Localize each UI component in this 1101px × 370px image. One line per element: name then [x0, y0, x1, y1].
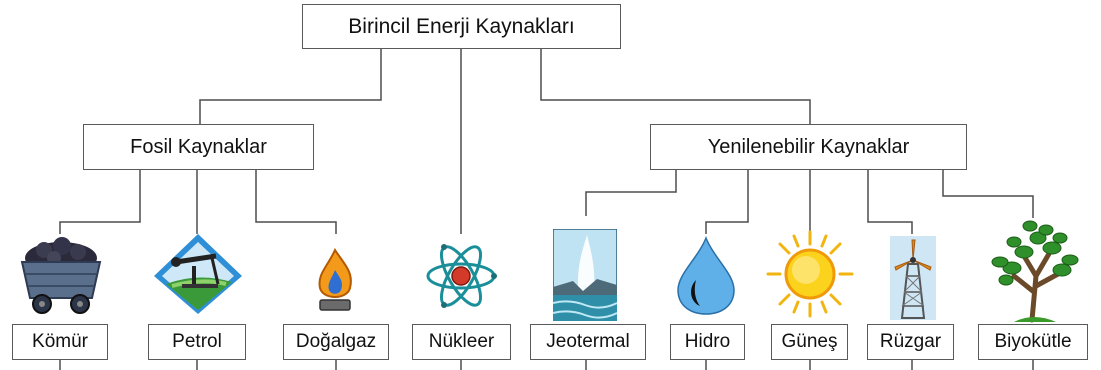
oil-pump-icon [154, 234, 242, 314]
leaf-label: Hidro [684, 331, 731, 352]
geyser-icon [553, 229, 617, 321]
leaf-label: Doğalgaz [295, 331, 377, 352]
leaf-label: Nükleer [428, 331, 495, 352]
fossil-label: Fosil Kaynaklar [130, 135, 267, 158]
renewable-label: Yenilenebilir Kaynaklar [707, 135, 910, 158]
leaf-hidro: Hidro [670, 324, 745, 360]
leaf-label: Petrol [172, 331, 222, 352]
gas-flame-icon [318, 248, 352, 311]
leaf-label: Kömür [32, 331, 88, 352]
leaf-gunes: Güneş [771, 324, 848, 360]
leaf-ruzgar: Rüzgar [867, 324, 954, 360]
coal-cart-icon [20, 237, 102, 314]
fossil-box: Fosil Kaynaklar [83, 124, 314, 170]
leaf-label: Rüzgar [879, 331, 942, 352]
leaf-dogalgaz: Doğalgaz [283, 324, 389, 360]
leaf-label: Biyokütle [994, 331, 1072, 352]
renewable-box: Yenilenebilir Kaynaklar [650, 124, 967, 170]
root-label: Birincil Enerji Kaynakları [348, 14, 575, 38]
leaf-biyokutle: Biyokütle [978, 324, 1088, 360]
root-box: Birincil Enerji Kaynakları [302, 4, 621, 49]
tree-icon [991, 220, 1079, 323]
leaf-label: Güneş [781, 331, 838, 352]
leaf-jeotermal: Jeotermal [530, 324, 646, 360]
sun-icon [766, 230, 854, 318]
atom-icon [426, 244, 497, 308]
leaf-label: Jeotermal [546, 331, 630, 352]
water-drop-icon [677, 236, 735, 315]
leaf-komur: Kömür [12, 324, 108, 360]
leaf-nukleer: Nükleer [412, 324, 511, 360]
leaf-petrol: Petrol [148, 324, 246, 360]
windmill-icon [890, 236, 936, 320]
